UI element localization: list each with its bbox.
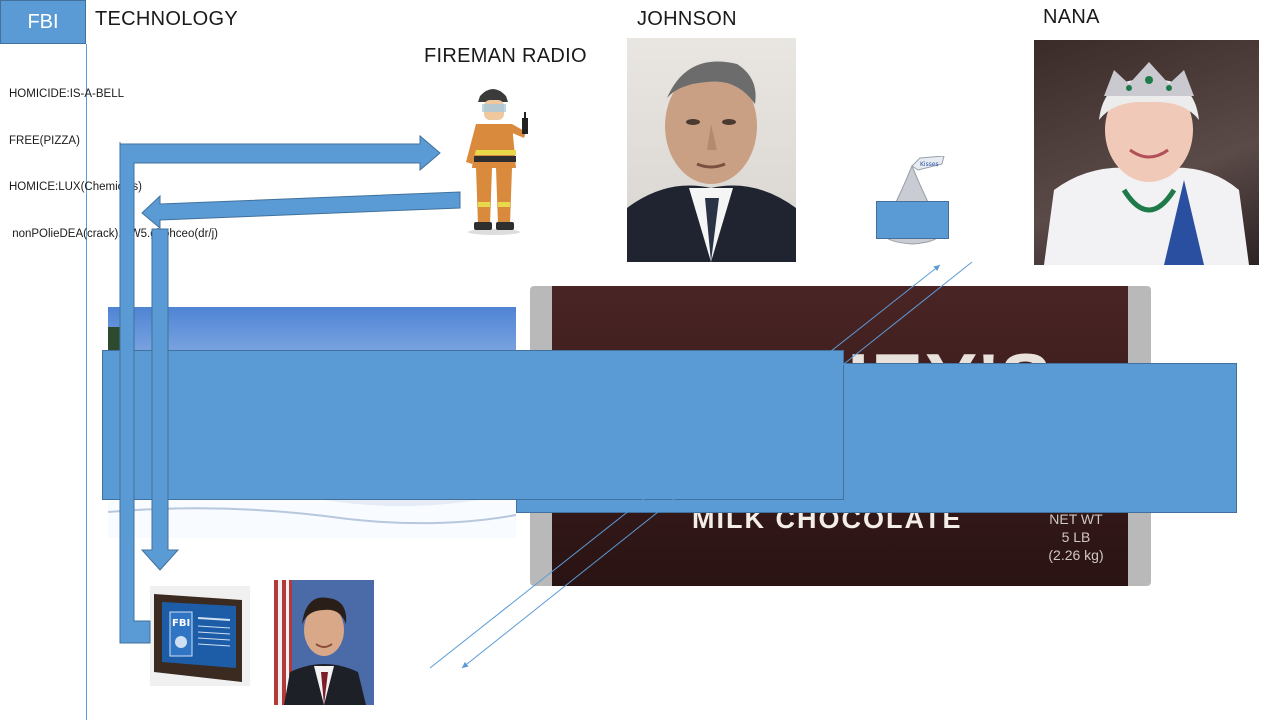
nana-portrait [1034,40,1259,265]
fireman-to-plaque-arrow [140,191,461,571]
reagan-portrait [274,580,374,705]
fbi-title: FBI [27,10,59,33]
fbi-title-box: FBI [0,0,86,44]
kiss-label: Kisses [920,161,939,168]
nana-label: NANA [1043,6,1100,28]
fireman-radio-label: FIREMAN RADIO [424,45,587,67]
bar-net-weight: NET WT 5 LB (2.26 kg) [1048,510,1104,564]
fbi-to-fireman-arrow [119,134,441,644]
left-vertical-rule [86,44,87,720]
note-line: HOMICIDE:IS-A-BELL [9,88,125,100]
fbi-plaque-image: FBI [150,586,250,686]
net-wt-line: NET WT [1049,511,1103,527]
net-wt-line: 5 LB [1061,529,1091,545]
note-line: HOMICE:LUX(Chemicles) [9,181,142,193]
note-line: FREE(PIZZA) [9,134,80,147]
kiss-cover-box[interactable] [876,201,949,239]
net-wt-line: (2.26 kg) [1048,547,1104,563]
johnson-label: JOHNSON [637,8,737,30]
technology-label: TECHNOLOGY [95,8,239,30]
connector-line-up [429,264,941,669]
johnson-portrait [627,38,796,262]
connector-line-down [461,261,973,669]
plaque-fbi-text: FBI [172,618,190,629]
fireman-illustration [460,84,552,238]
left-cover-rectangle[interactable] [102,350,844,500]
